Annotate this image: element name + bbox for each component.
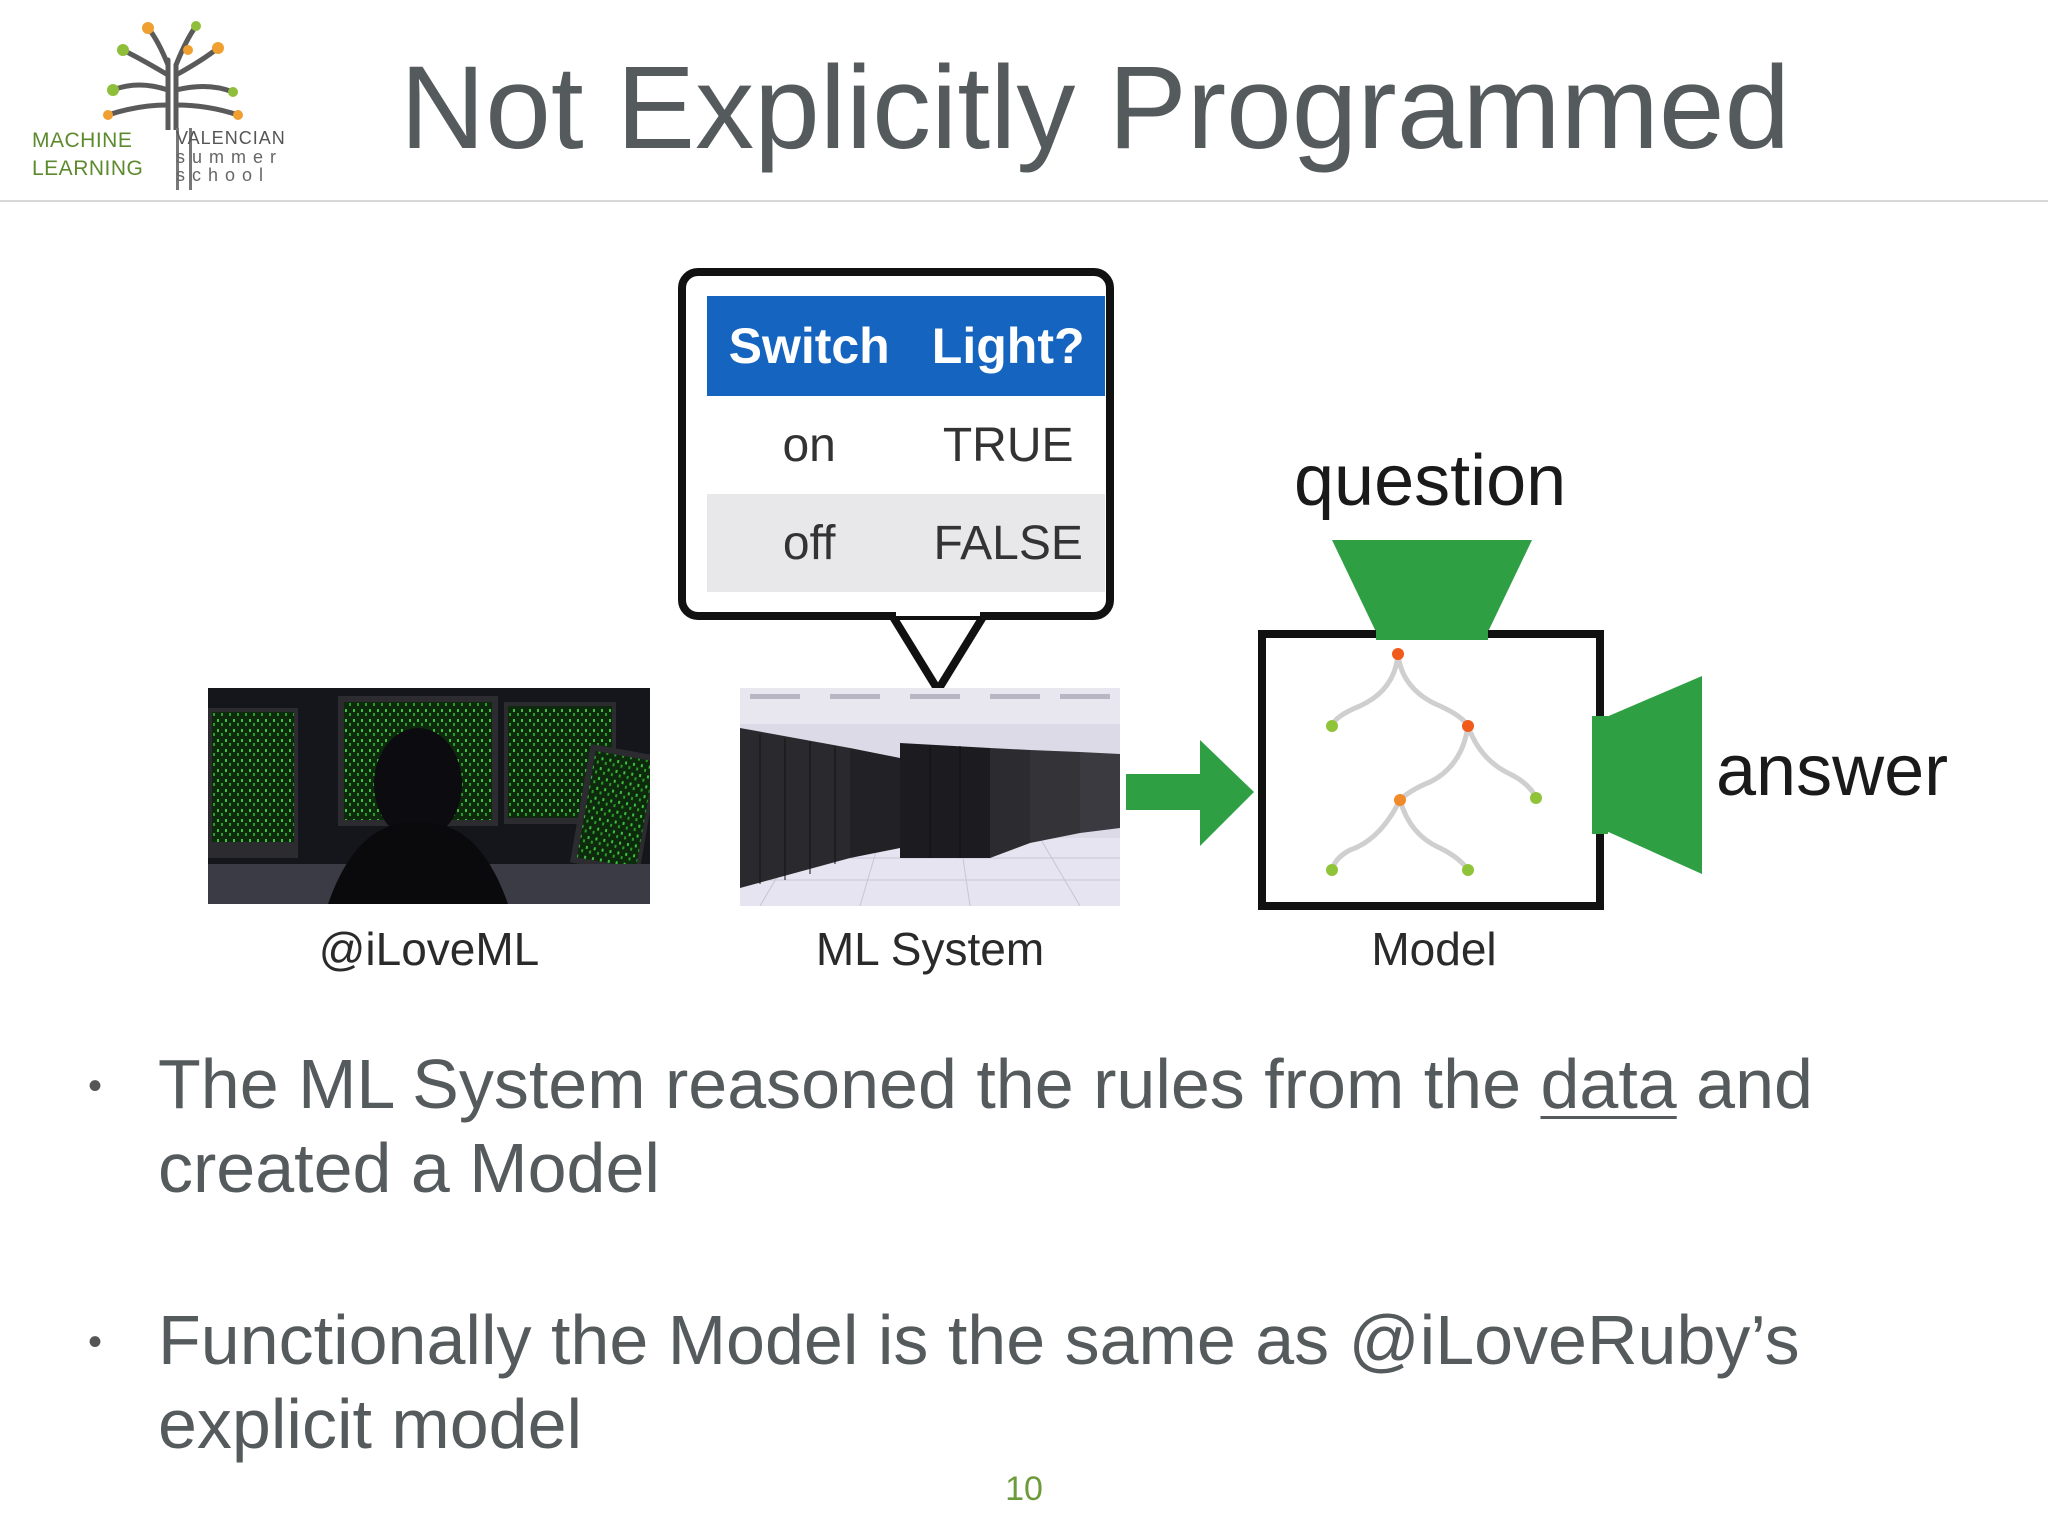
logo-text-machine: MACHINE <box>32 129 133 152</box>
question-funnel-icon <box>1332 540 1532 636</box>
datacenter-photo <box>740 688 1120 906</box>
slide-title: Not Explicitly Programmed <box>400 42 1791 174</box>
answer-funnel-icon <box>1604 676 1702 874</box>
flow-arrow-icon <box>1126 740 1254 846</box>
question-label: question <box>1294 441 1567 521</box>
answer-label: answer <box>1716 731 1949 811</box>
logo-text-valencian: VALENCIAN <box>176 128 286 148</box>
bullet-text: and created a Model <box>158 1045 1813 1207</box>
callout-seam <box>896 606 980 616</box>
table-cell-light: TRUE <box>942 418 1074 472</box>
table-cell-switch: on <box>782 418 836 472</box>
logo-divider <box>176 128 192 190</box>
column-header-light: Light? <box>911 296 1105 396</box>
model-box <box>1258 630 1604 910</box>
logo-text-summer: summer <box>176 147 284 167</box>
tree-icon <box>103 21 243 130</box>
table-row: on TRUE <box>707 396 1105 494</box>
table-cell-switch: off <box>707 494 912 592</box>
summer-school-logo: MACHINE LEARNING VALENCIAN summer school <box>28 20 290 190</box>
table-header-row: Switch Light? <box>707 296 1105 396</box>
underlined-word: data <box>1540 1045 1677 1123</box>
bullet-marker: • <box>88 1064 103 1108</box>
training-data-table: Switch Light? on TRUE off FALSE <box>707 296 1105 592</box>
caption-ml-system: ML System <box>815 923 1045 975</box>
table-cell-light: FALSE <box>911 494 1105 592</box>
table-row: off FALSE <box>707 494 1105 592</box>
caption-iloveml: @iLoveML <box>318 923 540 975</box>
bullet-marker: • <box>88 1320 103 1364</box>
caption-model: Model <box>1371 923 1497 975</box>
logo-text-learning: LEARNING <box>32 157 144 180</box>
decision-tree-icon <box>1329 651 1539 873</box>
header-divider <box>0 200 2048 202</box>
bullet-text: The ML System reasoned the rules from th… <box>158 1045 1541 1123</box>
page-number: 10 <box>1005 1470 1043 1508</box>
column-header-switch: Switch <box>707 296 912 396</box>
logo-text-school: school <box>176 165 271 185</box>
programmer-photo <box>208 688 650 904</box>
training-data-callout: Switch Light? on TRUE off FALSE <box>678 268 1114 620</box>
bullet-item: The ML System reasoned the rules from th… <box>158 1042 1958 1210</box>
bullet-item: Functionally the Model is the same as @i… <box>158 1301 1800 1463</box>
